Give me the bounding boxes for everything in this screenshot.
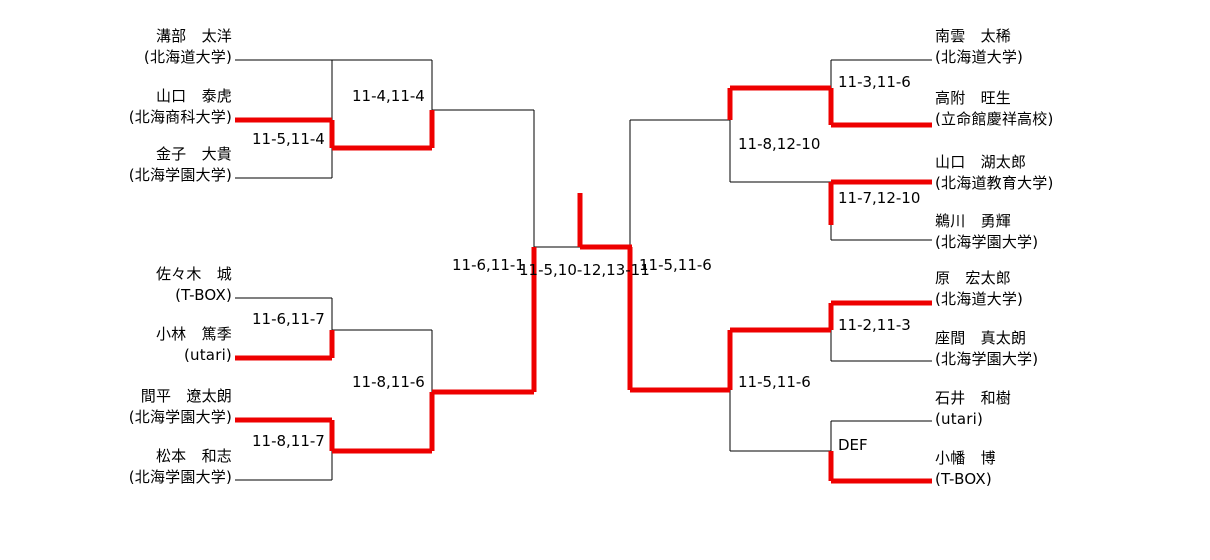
player-affiliation: (T-BOX) (175, 286, 232, 304)
player-affiliation: (北海道大学) (143, 48, 232, 66)
match-score-s8: 11-5,11-6 (639, 256, 712, 274)
player-affiliation: (北海学園大学) (128, 408, 232, 426)
player-p11: 鵜川 勇輝 (北海学園大学) (935, 211, 1210, 253)
match-score-s10: 11-7,12-10 (838, 189, 921, 207)
player-p12: 原 宏太郎 (北海道大学) (935, 268, 1210, 310)
player-affiliation: (立命館慶祥高校) (935, 110, 1054, 128)
player-p13: 座間 真太朗 (北海学園大学) (935, 328, 1210, 370)
player-p6: 間平 遼太朗 (北海学園大学) (0, 386, 232, 428)
player-name: 間平 遼太朗 (140, 387, 232, 405)
player-name: 鵜川 勇輝 (935, 212, 1012, 230)
player-name: 原 宏太郎 (935, 269, 1012, 287)
match-score-s6: 11-6,11-1 (452, 256, 525, 274)
player-p3: 金子 大貴 (北海学園大学) (0, 144, 232, 186)
bracket-winner-lines (235, 85, 932, 484)
match-score-s2: 11-4,11-4 (352, 87, 425, 105)
player-p10: 山口 湖太郎 (北海道教育大学) (935, 152, 1210, 194)
player-p7: 松本 和志 (北海学園大学) (0, 446, 232, 488)
match-score-s7: 11-5,10-12,13-11 (519, 261, 650, 279)
player-affiliation: (北海道教育大学) (935, 174, 1054, 192)
player-name: 石井 和樹 (935, 389, 1012, 407)
player-name: 松本 和志 (155, 447, 232, 465)
match-score-s4: 11-8,11-7 (252, 432, 325, 450)
player-name: 金子 大貴 (155, 145, 232, 163)
player-p15: 小幡 博 (T-BOX) (935, 448, 1210, 490)
player-name: 小幡 博 (935, 449, 996, 467)
player-name: 溝部 太洋 (155, 27, 232, 45)
player-name: 座間 真太朗 (935, 329, 1027, 347)
match-score-s1: 11-5,11-4 (252, 130, 325, 148)
player-p14: 石井 和樹 (utari) (935, 388, 1210, 430)
player-p5: 小林 篤季 (utari) (0, 324, 232, 366)
match-score-s14: 11-5,11-6 (738, 373, 811, 391)
player-affiliation: (北海学園大学) (128, 166, 232, 184)
match-score-s5: 11-8,11-6 (352, 373, 425, 391)
match-score-s12: 11-2,11-3 (838, 316, 911, 334)
player-affiliation: (utari) (935, 410, 984, 428)
match-score-s9: 11-3,11-6 (838, 73, 911, 91)
match-score-s3: 11-6,11-7 (252, 310, 325, 328)
player-p1: 溝部 太洋 (北海道大学) (0, 26, 232, 68)
player-p2: 山口 泰虎 (北海商科大学) (0, 86, 232, 128)
player-affiliation: (北海学園大学) (935, 350, 1039, 368)
player-name: 山口 泰虎 (155, 87, 232, 105)
player-affiliation: (北海商科大学) (128, 108, 232, 126)
player-affiliation: (北海道大学) (935, 48, 1024, 66)
player-name: 山口 湖太郎 (935, 153, 1027, 171)
player-name: 小林 篤季 (155, 325, 232, 343)
player-affiliation: (北海道大学) (935, 290, 1024, 308)
match-score-s13: DEF (838, 436, 868, 454)
player-affiliation: (北海学園大学) (128, 468, 232, 486)
player-p4: 佐々木 城 (T-BOX) (0, 264, 232, 306)
player-affiliation: (T-BOX) (935, 470, 992, 488)
player-name: 南雲 太稀 (935, 27, 1012, 45)
player-name: 高附 旺生 (935, 89, 1012, 107)
player-affiliation: (utari) (183, 346, 232, 364)
player-affiliation: (北海学園大学) (935, 233, 1039, 251)
player-p8: 南雲 太稀 (北海道大学) (935, 26, 1210, 68)
player-p9: 高附 旺生 (立命館慶祥高校) (935, 88, 1210, 130)
player-name: 佐々木 城 (155, 265, 232, 283)
match-score-s11: 11-8,12-10 (738, 135, 821, 153)
